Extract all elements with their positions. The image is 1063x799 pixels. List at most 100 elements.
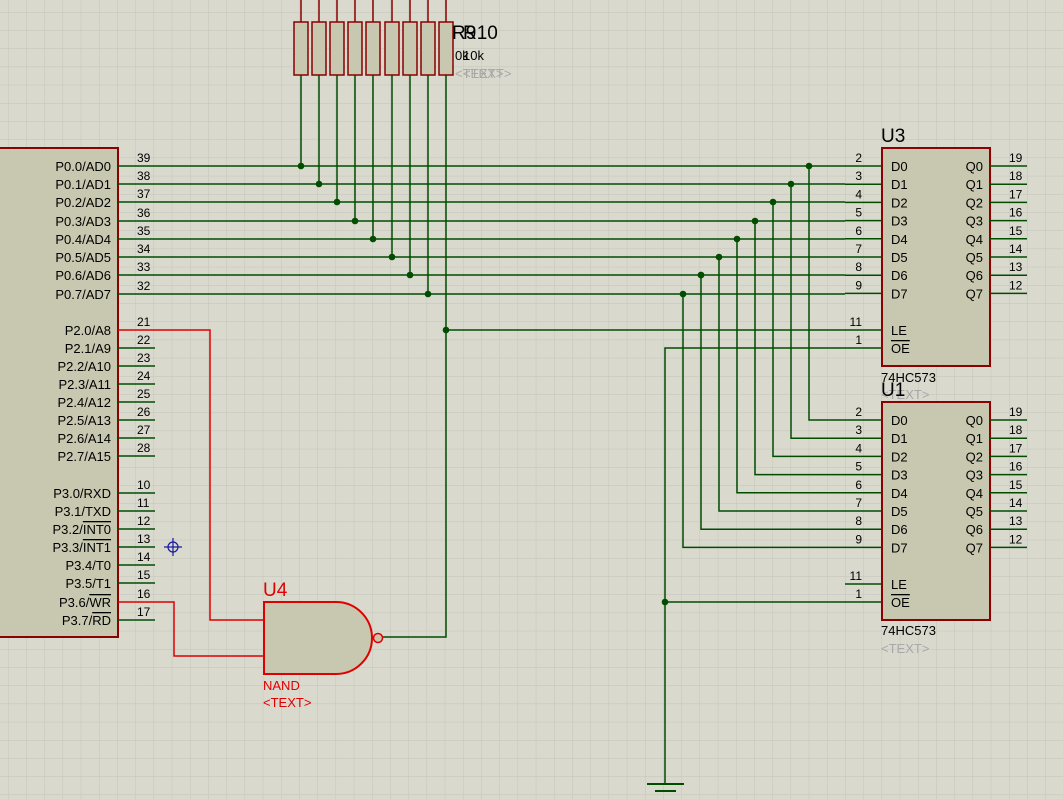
junction-dot — [424, 290, 432, 298]
mcu-pin-label: P2.0/A8 — [65, 323, 111, 338]
latch-output-label: Q4 — [966, 486, 983, 501]
wr-nand-input-wire — [155, 329, 264, 621]
resistor-body — [402, 21, 418, 76]
junction-dot — [751, 217, 759, 225]
mcu-pin-number: 27 — [137, 423, 151, 437]
latch-output-number: 12 — [1009, 532, 1023, 546]
latch-bus-wire — [736, 239, 845, 494]
latch-input-number: 3 — [855, 169, 862, 183]
latch-output-label: Q5 — [966, 504, 983, 519]
mcu-8051[interactable]: P0.0/AD039P0.1/AD138P0.2/AD237P0.3/AD336… — [0, 147, 155, 638]
latch-input-label: D0 — [891, 159, 908, 174]
mcu-pin-number: 25 — [137, 387, 151, 401]
latch-input-label: D1 — [891, 177, 908, 192]
latch-oe-number: 1 — [855, 587, 862, 601]
latch-input-number: 4 — [855, 187, 862, 201]
latch-output-label: Q3 — [966, 468, 983, 483]
mcu-pin-number: 22 — [137, 333, 151, 347]
mcu-pin-number: 38 — [137, 169, 151, 183]
junction-dot — [369, 235, 377, 243]
junction-dot — [406, 271, 414, 279]
rd-nand-input-wire — [155, 601, 264, 657]
latch-input-label: D5 — [891, 250, 908, 265]
mcu-pin-label: P3.3/INT1 — [52, 540, 111, 555]
junction-dot — [679, 290, 687, 298]
latch-u1-part: 74HC573 — [881, 623, 936, 638]
resistor-body — [384, 21, 400, 76]
junction-dot — [769, 198, 777, 206]
mcu-pin-number: 26 — [137, 405, 151, 419]
latch-le-label: LE — [891, 577, 907, 592]
latch-u3-pins: 2D019Q03D118Q14D217Q25D316Q36D415Q47D514… — [845, 151, 1027, 356]
mcu-pin-number: 15 — [137, 568, 151, 582]
latch-output-number: 15 — [1009, 224, 1023, 238]
latch-oe-label: OE — [891, 341, 910, 356]
latch-enable-wire — [383, 75, 447, 638]
latch-input-number: 6 — [855, 224, 862, 238]
latch-bus-wire — [718, 257, 845, 512]
mcu-pin-number: 14 — [137, 550, 151, 564]
resistor-body — [293, 21, 309, 76]
latch-output-number: 17 — [1009, 441, 1023, 455]
mcu-pin-label: P0.4/AD4 — [55, 232, 111, 247]
latch-output-number: 16 — [1009, 460, 1023, 474]
latch-output-number: 19 — [1009, 405, 1023, 419]
latch-output-number: 13 — [1009, 260, 1023, 274]
latch-u1-ref: U1 — [881, 380, 905, 401]
resistor-body — [347, 21, 363, 76]
latch-bus-wire — [772, 202, 845, 458]
latch-input-label: D4 — [891, 232, 908, 247]
junction-dot — [661, 598, 669, 606]
latch-output-number: 12 — [1009, 278, 1023, 292]
latch-input-number: 5 — [855, 206, 862, 220]
latch-input-label: D4 — [891, 486, 908, 501]
latch-output-number: 15 — [1009, 478, 1023, 492]
latch-u3[interactable]: U3 74HC573 <TEXT> 2D019Q03D118Q14D217Q25… — [845, 126, 1027, 402]
mcu-pin-label: P3.4/T0 — [65, 558, 111, 573]
resistor-ref-r10: R10 — [463, 23, 498, 44]
mcu-pin-number: 10 — [137, 478, 151, 492]
resistor-body — [365, 21, 381, 76]
latch-input-label: D6 — [891, 268, 908, 283]
resistor-value-r10: 10k — [463, 48, 484, 63]
latch-u3-body[interactable] — [881, 147, 991, 367]
latch-output-label: Q7 — [966, 286, 983, 301]
nand-inversion-bubble — [372, 632, 384, 644]
junction-dot — [297, 162, 305, 170]
latch-output-number: 18 — [1009, 169, 1023, 183]
nand-gate-u4[interactable]: U4 NAND <TEXT> — [263, 580, 384, 710]
resistor-array[interactable] — [293, 0, 454, 76]
latch-input-number: 7 — [855, 496, 862, 510]
latch-output-number: 18 — [1009, 423, 1023, 437]
mcu-body[interactable] — [0, 147, 119, 638]
latch-input-number: 8 — [855, 260, 862, 274]
resistor-value-r9: 0k — [455, 48, 469, 63]
latch-input-number: 2 — [855, 151, 862, 165]
mcu-pin-number: 24 — [137, 369, 151, 383]
latch-input-label: D6 — [891, 522, 908, 537]
mcu-pin-number: 34 — [137, 242, 151, 256]
mcu-pin-label: P3.5/T1 — [65, 576, 111, 591]
mcu-pin-number: 32 — [137, 279, 151, 293]
nand-gate-body[interactable] — [263, 601, 373, 675]
latch-le-number: 11 — [850, 569, 863, 583]
mcu-pin-label: P3.7/RD — [62, 613, 111, 628]
resistor-body — [329, 21, 345, 76]
resistor-text-r10: <TEXT> — [463, 66, 511, 81]
latch-u1[interactable]: U1 74HC573 <TEXT> 2D019Q03D118Q14D217Q25… — [845, 380, 1027, 656]
latch-input-number: 2 — [855, 405, 862, 419]
mcu-pin-label: P0.3/AD3 — [55, 214, 111, 229]
junction-dot — [733, 235, 741, 243]
resistor-body — [438, 21, 454, 76]
latch-u1-body[interactable] — [881, 401, 991, 621]
mcu-pin-number: 16 — [137, 587, 151, 601]
ground-symbol[interactable] — [647, 783, 684, 792]
latch-u3-ref: U3 — [881, 126, 905, 147]
latch-output-label: Q2 — [966, 195, 983, 210]
latch-input-number: 5 — [855, 460, 862, 474]
mcu-pin-label: P0.2/AD2 — [55, 195, 111, 210]
mcu-pin-number: 21 — [137, 315, 151, 329]
latch-output-number: 19 — [1009, 151, 1023, 165]
mcu-pin-number: 13 — [137, 532, 151, 546]
